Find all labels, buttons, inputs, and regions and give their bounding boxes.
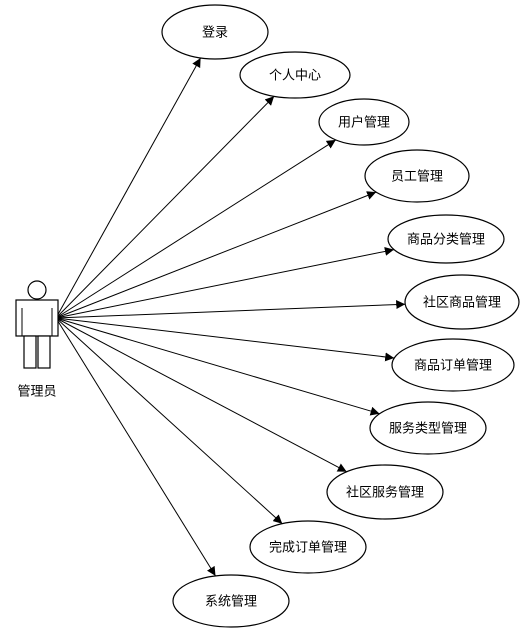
actor-leg-left: [23, 335, 37, 369]
use-cases: 登录个人中心用户管理员工管理商品分类管理社区商品管理商品订单管理服务类型管理社区…: [161, 4, 520, 628]
use-case[interactable]: 系统管理: [172, 574, 290, 628]
use-case-ellipse: [326, 464, 444, 520]
use-case[interactable]: 完成订单管理: [249, 520, 367, 574]
association-arrow: [55, 317, 380, 416]
use-case-label: 服务类型管理: [389, 421, 467, 437]
association-arrow: [55, 317, 395, 362]
use-case-label: 登录: [202, 26, 228, 41]
use-case-ellipse: [239, 51, 351, 99]
use-case-label: 系统管理: [205, 595, 257, 610]
use-case-ellipse: [318, 98, 410, 146]
actor-label: 管理员: [17, 385, 56, 400]
actor-admin[interactable]: 管理员: [15, 280, 59, 400]
use-case-label: 员工管理: [391, 170, 443, 185]
association-arrow: [55, 317, 283, 525]
use-case[interactable]: 个人中心: [239, 51, 351, 99]
association-arrow: [55, 139, 337, 319]
association-arrow: [55, 191, 377, 319]
use-case[interactable]: 服务类型管理: [369, 401, 487, 455]
association-lines: [55, 57, 406, 577]
actor-head: [27, 280, 47, 300]
use-case-label: 完成订单管理: [269, 541, 347, 556]
actor-leg-right: [37, 335, 51, 369]
use-case[interactable]: 员工管理: [364, 149, 470, 203]
use-case-label: 社区服务管理: [346, 485, 424, 501]
use-case[interactable]: 商品订单管理: [391, 338, 515, 392]
use-case[interactable]: 登录: [161, 4, 269, 60]
use-case-label: 商品分类管理: [407, 233, 485, 248]
use-case-ellipse: [161, 4, 269, 60]
use-case[interactable]: 社区服务管理: [326, 464, 444, 520]
use-case-label: 商品订单管理: [414, 359, 492, 374]
use-case[interactable]: 用户管理: [318, 98, 410, 146]
use-case-ellipse: [172, 574, 290, 628]
association-arrow: [55, 246, 394, 319]
use-case-ellipse: [404, 274, 520, 330]
use-case-label: 社区商品管理: [423, 295, 501, 311]
association-arrow: [55, 95, 275, 319]
association-arrow: [55, 317, 347, 473]
use-case-label: 个人中心: [269, 69, 321, 84]
use-case-ellipse: [364, 149, 470, 203]
use-case-ellipse: [391, 338, 515, 392]
use-case[interactable]: 商品分类管理: [387, 214, 505, 264]
association-arrow: [55, 57, 202, 319]
actor-body: [15, 299, 59, 337]
use-case[interactable]: 社区商品管理: [404, 274, 520, 330]
use-case-ellipse: [249, 520, 367, 574]
association-arrow: [55, 317, 216, 577]
use-case-ellipse: [387, 214, 505, 264]
use-case-ellipse: [369, 401, 487, 455]
use-case-label: 用户管理: [338, 115, 390, 131]
association-arrow: [55, 300, 406, 319]
